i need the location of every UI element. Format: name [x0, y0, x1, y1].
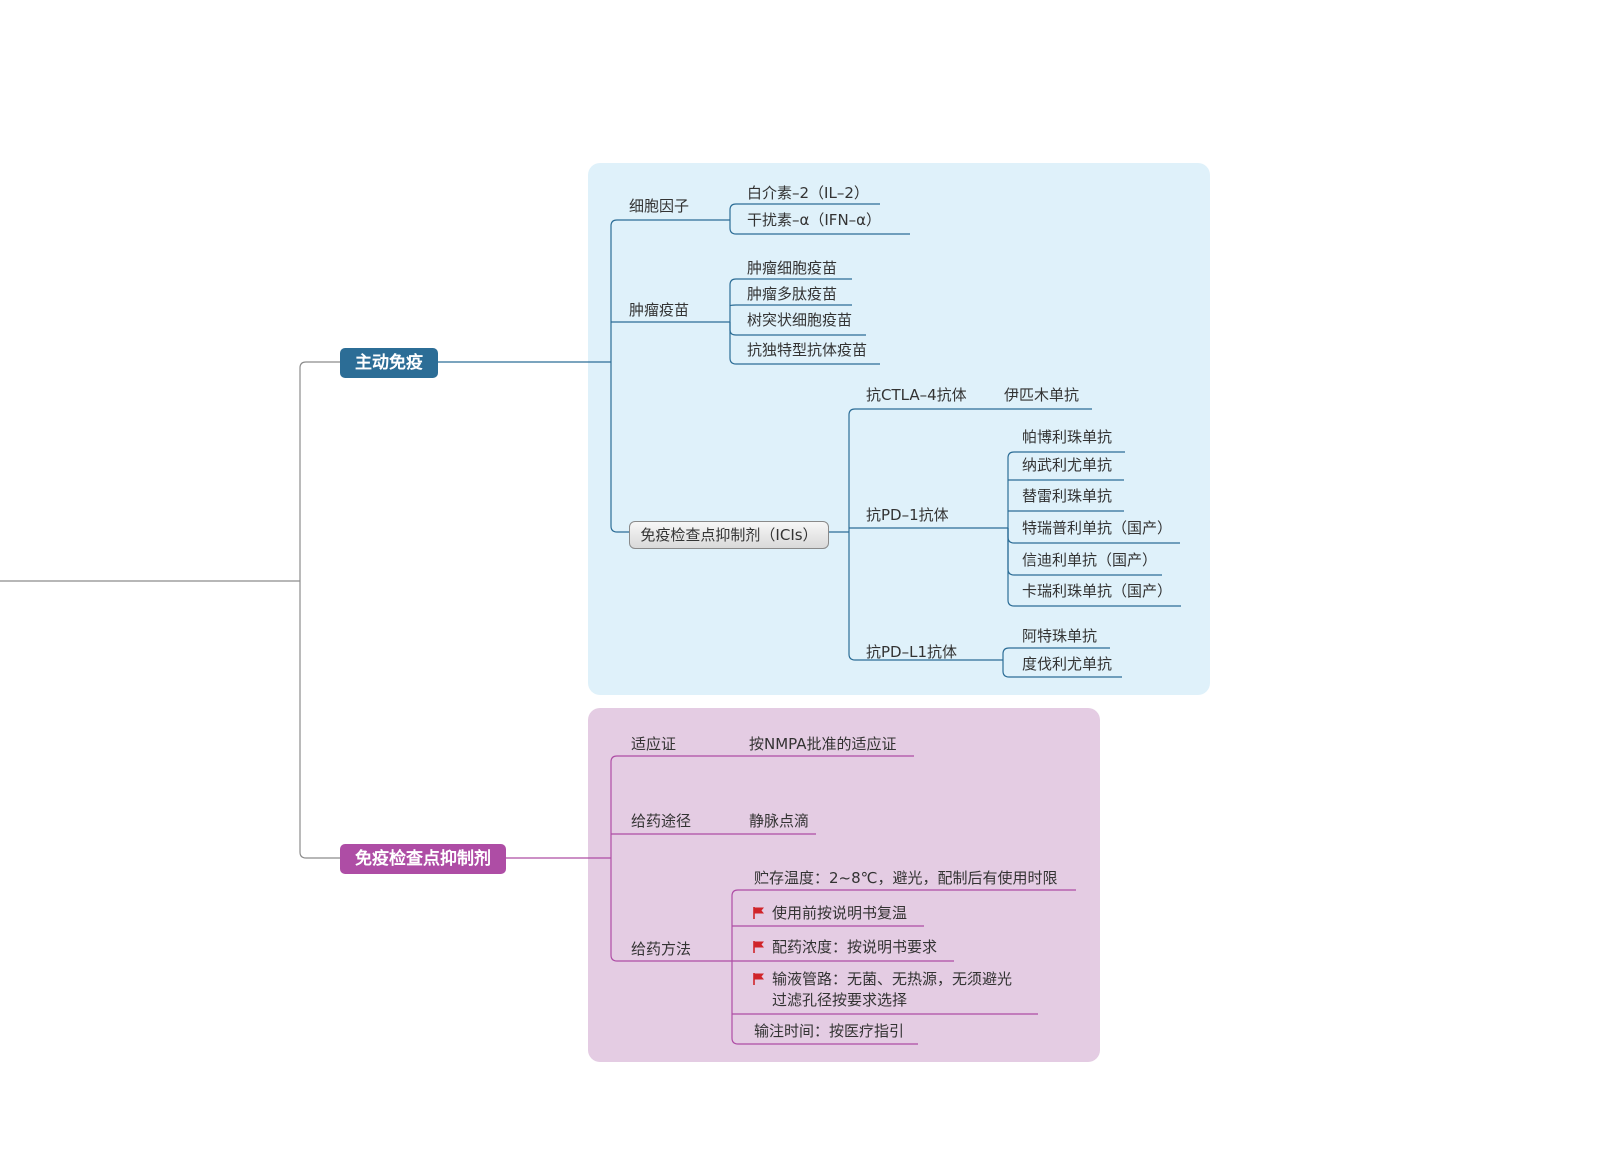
indication-label[interactable]: 适应证	[631, 735, 677, 753]
pd1-item-tislelizumab[interactable]: 替雷利珠单抗	[1022, 487, 1113, 505]
cytokine-item-ifn[interactable]: 干扰素–α（IFN–α）	[747, 211, 882, 229]
flag-icon	[752, 940, 766, 954]
pdl1-item-durvalumab[interactable]: 度伐利尤单抗	[1022, 655, 1113, 673]
ici-usage-node[interactable]: 免疫检查点抑制剂	[340, 844, 506, 874]
method-rewarm[interactable]: 使用前按说明书复温	[772, 904, 908, 922]
vaccine-item-tumor-cell[interactable]: 肿瘤细胞疫苗	[747, 259, 838, 277]
ctla4-label[interactable]: 抗CTLA–4抗体	[866, 386, 967, 404]
ici-usage-panel	[588, 708, 1100, 1062]
pd1-item-sintilimab[interactable]: 信迪利单抗（国产）	[1022, 551, 1158, 569]
vaccine-item-dendritic[interactable]: 树突状细胞疫苗	[747, 311, 853, 329]
active-immunity-node[interactable]: 主动免疫	[340, 348, 438, 378]
vaccine-item-anti-idiotype[interactable]: 抗独特型抗体疫苗	[747, 341, 868, 359]
method-tubing-line2[interactable]: 过滤孔径按要求选择	[772, 991, 908, 1009]
method-tubing-line1[interactable]: 输液管路：无菌、无热源，无须避光	[772, 970, 1013, 988]
pdl1-item-atezolizumab[interactable]: 阿特珠单抗	[1022, 627, 1098, 645]
method-label[interactable]: 给药方法	[631, 940, 692, 958]
flag-icon	[752, 906, 766, 920]
method-concentration[interactable]: 配药浓度：按说明书要求	[772, 938, 938, 956]
pd1-item-camrelizumab[interactable]: 卡瑞利珠单抗（国产）	[1022, 582, 1173, 600]
route-label[interactable]: 给药途径	[631, 812, 692, 830]
vaccine-label[interactable]: 肿瘤疫苗	[629, 301, 690, 319]
ctla4-item-ipilimumab[interactable]: 伊匹木单抗	[1004, 386, 1080, 404]
indication-value[interactable]: 按NMPA批准的适应证	[749, 735, 897, 753]
flag-icon	[752, 972, 766, 986]
pd1-item-toripalimab[interactable]: 特瑞普利单抗（国产）	[1022, 519, 1173, 537]
pd1-item-pembrolizumab[interactable]: 帕博利珠单抗	[1022, 428, 1113, 446]
cytokine-item-il2[interactable]: 白介素–2（IL–2）	[747, 184, 869, 202]
cytokine-label[interactable]: 细胞因子	[629, 197, 690, 215]
pd1-label[interactable]: 抗PD–1抗体	[866, 506, 949, 524]
method-storage[interactable]: 贮存温度：2~8℃，避光，配制后有使用时限	[754, 869, 1058, 887]
pd1-item-nivolumab[interactable]: 纳武利尤单抗	[1022, 456, 1113, 474]
icis-node[interactable]: 免疫检查点抑制剂（ICIs）	[629, 521, 829, 549]
route-value[interactable]: 静脉点滴	[749, 812, 810, 830]
method-infusion-time[interactable]: 输注时间：按医疗指引	[754, 1022, 905, 1040]
vaccine-item-peptide[interactable]: 肿瘤多肽疫苗	[747, 285, 838, 303]
pdl1-label[interactable]: 抗PD–L1抗体	[866, 643, 957, 661]
